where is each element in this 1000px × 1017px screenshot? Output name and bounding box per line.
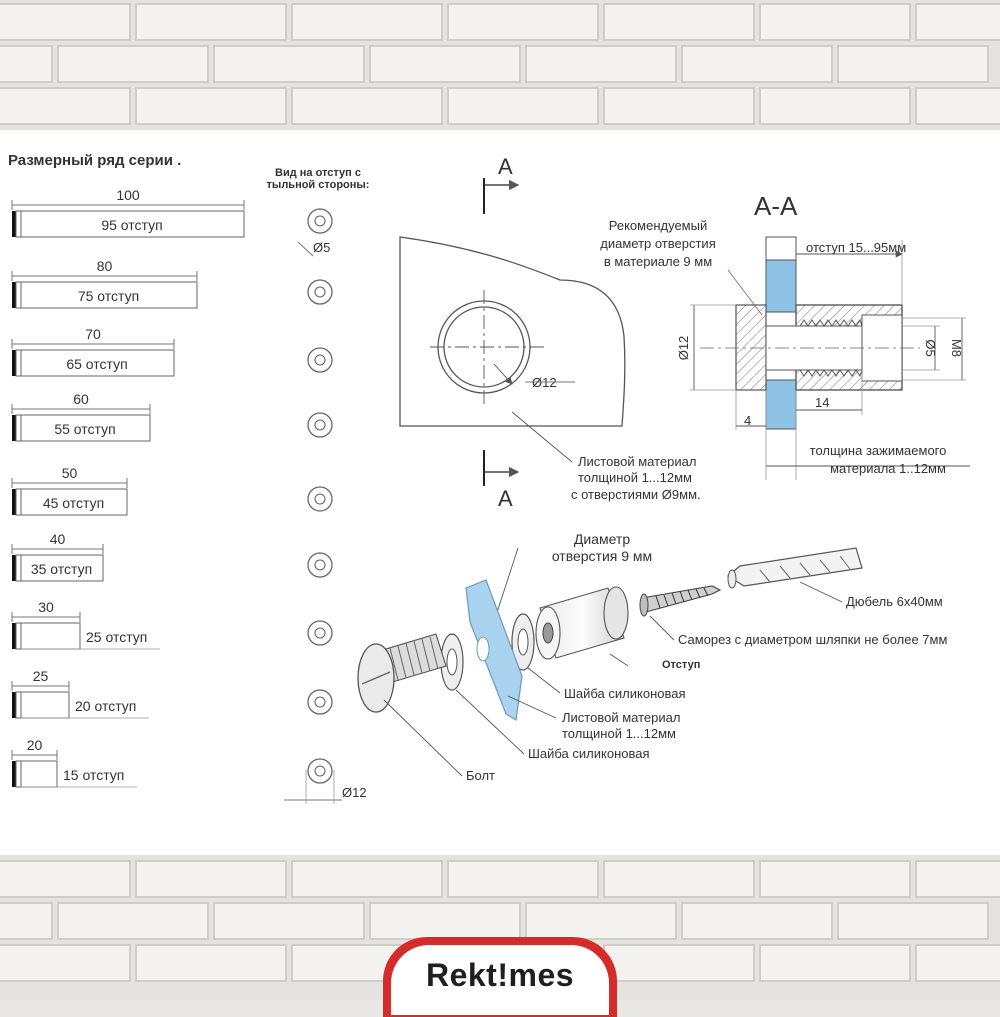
size-row: 80 75 отступ <box>11 258 198 309</box>
exploded-washer-bottom: Шайба силиконовая <box>528 746 650 761</box>
back-view-hole <box>307 758 333 784</box>
logo[interactable]: Rekt!mes <box>391 945 609 1015</box>
technical-drawing: Размерный ряд серии . Вид на отступ с ты… <box>8 152 970 804</box>
size-rows: 100 95 отступ 80 75 отступ 70 65 отступ 60 55 о… <box>11 187 245 788</box>
section-dim-14: 14 <box>815 395 829 410</box>
plate-view: Ø12 A A Листовой материал толщиной 1...1… <box>399 154 701 511</box>
size-row: 25 20 отступ <box>11 668 149 719</box>
back-view-hole <box>307 689 333 715</box>
size-row: 40 35 отступ <box>11 531 104 582</box>
back-view-hole <box>307 279 333 305</box>
exploded-bolt: Болт <box>466 768 495 783</box>
back-view-hole <box>307 486 333 512</box>
exploded-hole-1: Диаметр <box>574 531 630 547</box>
size-row: 50 45 отступ <box>11 465 128 516</box>
drawing-sheet: Размерный ряд серии . Вид на отступ с ты… <box>0 130 1000 855</box>
row-length-label: 30 <box>38 599 54 615</box>
exploded-hole-2: отверстия 9 мм <box>552 548 652 564</box>
logo-text: Rekt!mes <box>425 957 575 993</box>
exploded-material-1: Листовой материал <box>562 710 680 725</box>
brick-wall-top <box>0 0 1000 130</box>
row-length-label: 80 <box>97 258 113 274</box>
row-length-label: 25 <box>33 668 49 684</box>
row-offset-label: 65 отступ <box>66 356 127 372</box>
section-offset-range: отступ 15...95мм <box>806 240 906 255</box>
hole-d5-label: Ø5 <box>313 240 330 255</box>
row-offset-label: 55 отступ <box>54 421 115 437</box>
row-offset-label: 75 отступ <box>78 288 139 304</box>
section-d5: Ø5 <box>923 339 938 356</box>
hole-d12-label: Ø12 <box>342 785 367 800</box>
section-title: A-A <box>754 191 798 221</box>
row-length-label: 60 <box>73 391 89 407</box>
row-offset-label: 20 отступ <box>75 698 136 714</box>
row-offset-label: 95 отступ <box>101 217 162 233</box>
section-rec-2: диаметр отверстия <box>600 236 715 251</box>
plate-material-3: с отверстиями Ø9мм. <box>571 487 701 502</box>
row-length-label: 20 <box>27 737 43 753</box>
plate-material-1: Листовой материал <box>578 454 696 469</box>
row-offset-label: 25 отступ <box>86 629 147 645</box>
back-view-hole <box>307 412 333 438</box>
section-d12: Ø12 <box>676 336 691 361</box>
exploded-dowel: Дюбель 6x40мм <box>846 594 943 609</box>
section-thickness-1: толщина зажимаемого <box>810 443 947 458</box>
back-view-hole <box>307 552 333 578</box>
row-offset-label: 35 отступ <box>31 561 92 577</box>
plate-hole-label: Ø12 <box>532 375 557 390</box>
row-length-label: 100 <box>116 187 140 203</box>
exploded-view: Диаметр отверстия 9 мм Дюбель 6x40мм Сам… <box>357 531 947 783</box>
exploded-washer-top: Шайба силиконовая <box>564 686 686 701</box>
size-row: 30 25 отступ <box>11 599 160 650</box>
size-row: 100 95 отступ <box>11 187 245 238</box>
section-mark-bottom: A <box>498 486 513 511</box>
row-offset-label: 45 отступ <box>43 495 104 511</box>
exploded-material-2: толщиной 1...12мм <box>562 726 676 741</box>
back-view-hole <box>307 347 333 373</box>
size-row: 20 15 отступ <box>11 737 137 788</box>
size-row: 60 55 отступ <box>11 391 151 442</box>
brick-wall-bottom <box>0 855 1000 1000</box>
section-rec-3: в материале 9 мм <box>604 254 712 269</box>
back-view-label-1: Вид на отступ с <box>275 167 361 179</box>
section-mark-top: A <box>498 154 513 179</box>
size-row: 70 65 отступ <box>11 326 175 377</box>
section-dim-4: 4 <box>744 413 751 428</box>
row-length-label: 50 <box>62 465 78 481</box>
size-table-title: Размерный ряд серии . <box>8 152 181 169</box>
back-view-hole <box>307 620 333 646</box>
back-view-holes <box>307 208 333 784</box>
section-a-a: A-A Рекомендуемый диаметр отверстия в ма… <box>600 191 970 480</box>
exploded-screw: Саморез с диаметром шляпки не более 7мм <box>678 632 947 647</box>
section-rec-1: Рекомендуемый <box>609 218 707 233</box>
back-view-label-2: тыльной стороны: <box>267 179 370 191</box>
plate-material-2: толщиной 1...12мм <box>578 470 692 485</box>
row-offset-label: 15 отступ <box>63 767 124 783</box>
exploded-standoff: Отступ <box>662 659 700 671</box>
row-length-label: 40 <box>50 531 66 547</box>
row-length-label: 70 <box>85 326 101 342</box>
section-thickness-2: материала 1..12мм <box>830 461 946 476</box>
section-m8: M8 <box>949 339 964 357</box>
back-view-hole <box>307 208 333 234</box>
